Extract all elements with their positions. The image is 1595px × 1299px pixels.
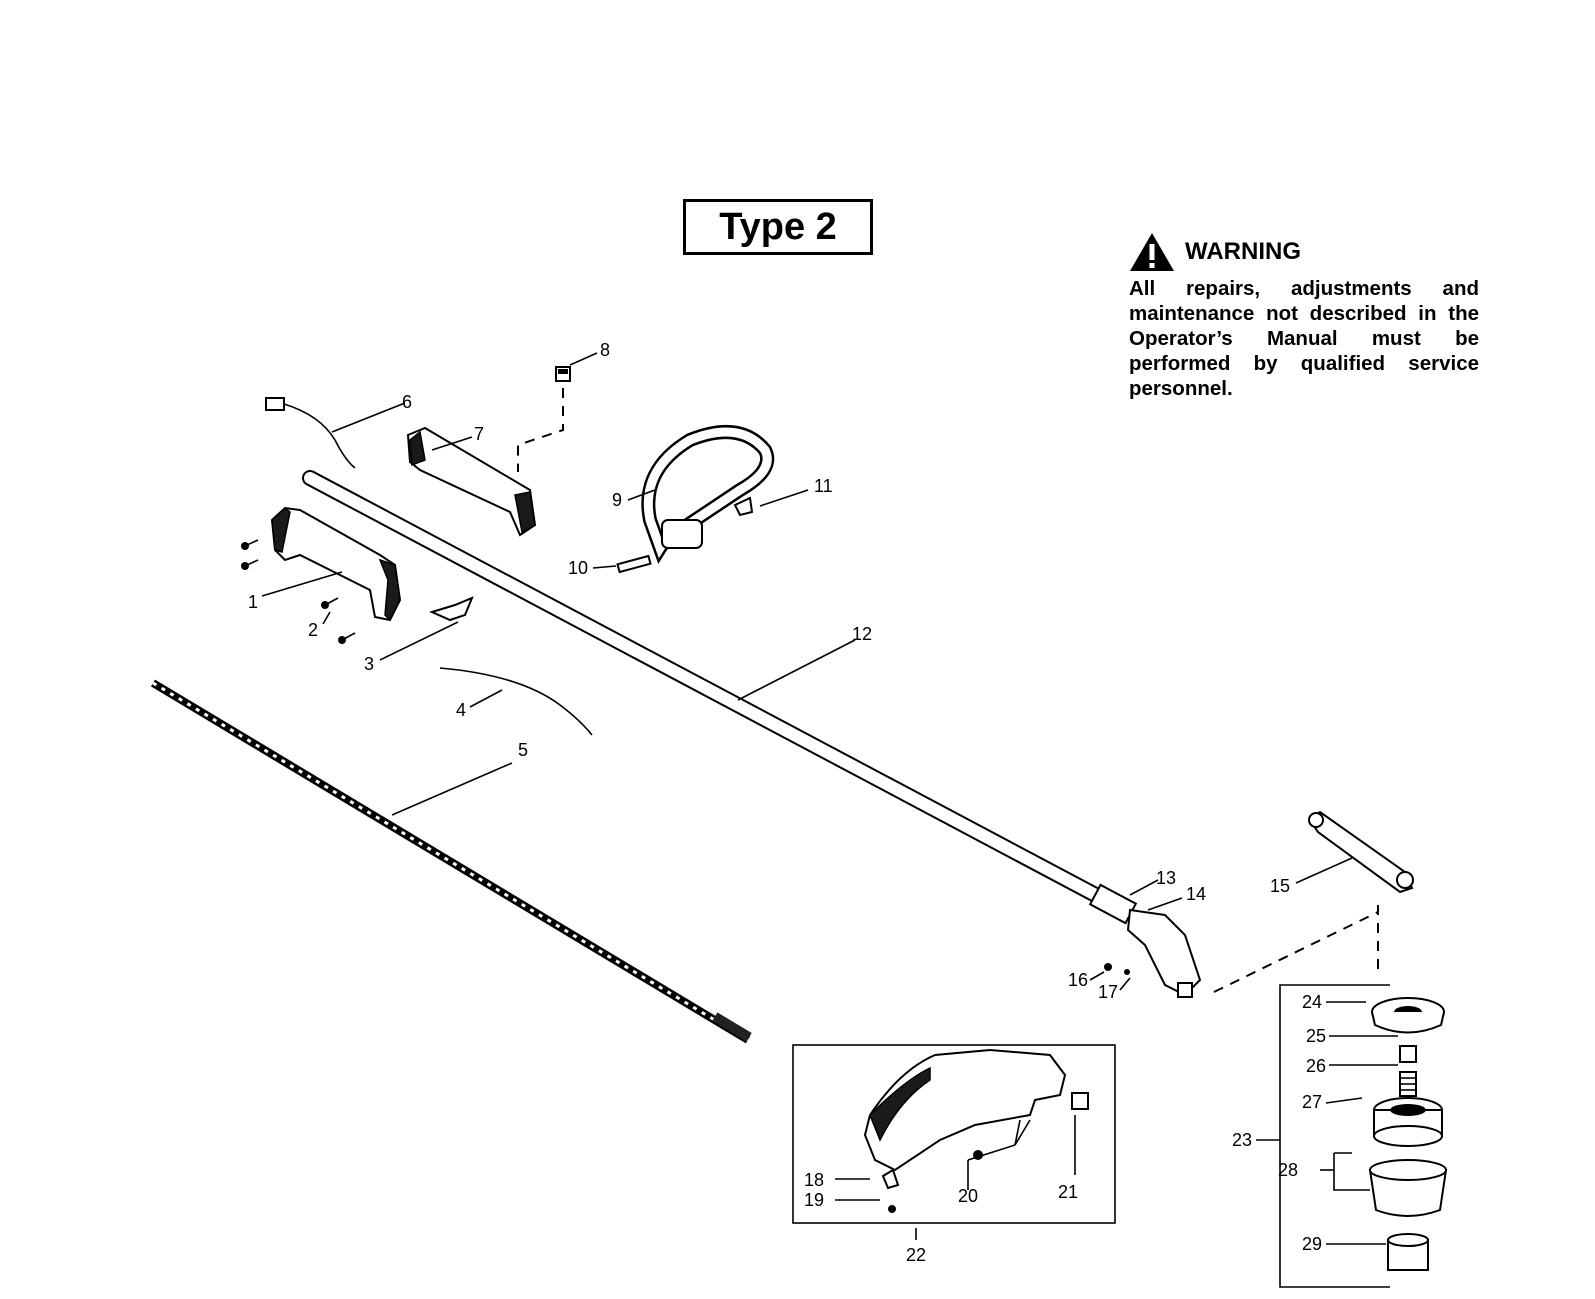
part-drive-shaft (150, 679, 752, 1044)
part-shield-bracket (881, 1168, 900, 1190)
callout-25: 25 (1306, 1026, 1326, 1046)
callout-17: 17 (1098, 982, 1118, 1002)
callout-10: 10 (568, 558, 588, 578)
head-leader (1213, 911, 1379, 993)
part-trigger (429, 596, 474, 622)
part-clamp-nut (1124, 969, 1130, 975)
part-spring (1399, 1071, 1417, 1097)
part-throttle-cable (439, 667, 593, 736)
part-loop-handle (641, 425, 775, 564)
callout-18: 18 (804, 1170, 824, 1190)
callout-13: 13 (1156, 868, 1176, 888)
callout-labels: 1 2 3 4 5 6 7 8 9 10 11 12 13 14 15 16 1… (248, 340, 1326, 1265)
part-wing-nut (733, 496, 754, 517)
part-eyelet (1399, 1045, 1417, 1063)
callout-16: 16 (1068, 970, 1088, 990)
part-shield-screw-19 (888, 1205, 896, 1213)
callout-24: 24 (1302, 992, 1322, 1012)
callout-7: 7 (474, 424, 484, 444)
callout-1: 1 (248, 592, 258, 612)
part-handle-cover (406, 426, 537, 537)
callout-22: 22 (906, 1245, 926, 1265)
warning-heading-text: WARNING (1185, 238, 1301, 265)
callout-5: 5 (518, 740, 528, 760)
part-shield (863, 1048, 1067, 1172)
part-bolt (616, 554, 652, 574)
callout-8: 8 (600, 340, 610, 360)
part-outer-housing (1368, 1159, 1448, 1217)
callout-26: 26 (1306, 1056, 1326, 1076)
warning-notice: WARNING All repairs, adjustments and mai… (1129, 232, 1479, 401)
part-clamp-screw (1104, 963, 1112, 971)
part-switch (555, 366, 571, 382)
warning-heading: WARNING (1129, 232, 1479, 272)
callout-14: 14 (1186, 884, 1206, 904)
callout-21: 21 (1058, 1182, 1078, 1202)
callout-2: 2 (308, 620, 318, 640)
part-spool-cover (1371, 997, 1445, 1034)
part-shield-nut (1071, 1092, 1089, 1110)
callout-23: 23 (1232, 1130, 1252, 1150)
part-handle-housing (270, 506, 402, 622)
callout-28: 28 (1278, 1160, 1298, 1180)
part-screws (241, 539, 356, 644)
diagram-title: Type 2 (683, 199, 873, 255)
trimmer-head-bracket (1279, 984, 1390, 1288)
callout-6: 6 (402, 392, 412, 412)
part-spool (1373, 1097, 1443, 1147)
switch-leader (517, 388, 564, 472)
callout-19: 19 (804, 1190, 824, 1210)
callout-15: 15 (1270, 876, 1290, 896)
callout-20: 20 (958, 1186, 978, 1206)
callout-12: 12 (852, 624, 872, 644)
callout-11: 11 (814, 476, 833, 496)
part-wrench (1308, 810, 1414, 894)
callout-4: 4 (456, 700, 466, 720)
part-gear-head (1088, 883, 1202, 998)
warning-text: All repairs, adjustments and maintenance… (1129, 277, 1479, 400)
callout-29: 29 (1302, 1234, 1322, 1254)
shield-assembly-box (792, 1044, 1116, 1224)
callout-27: 27 (1302, 1092, 1322, 1112)
callout-9: 9 (612, 490, 622, 510)
warning-triangle-icon (1130, 233, 1174, 271)
callout-3: 3 (364, 654, 374, 674)
leader-lines (261, 352, 1398, 1245)
part-drive-tube (302, 470, 1113, 908)
part-wire-harness (265, 397, 356, 469)
diagram-title-text: Type 2 (719, 205, 837, 248)
part-knob (1387, 1233, 1429, 1271)
